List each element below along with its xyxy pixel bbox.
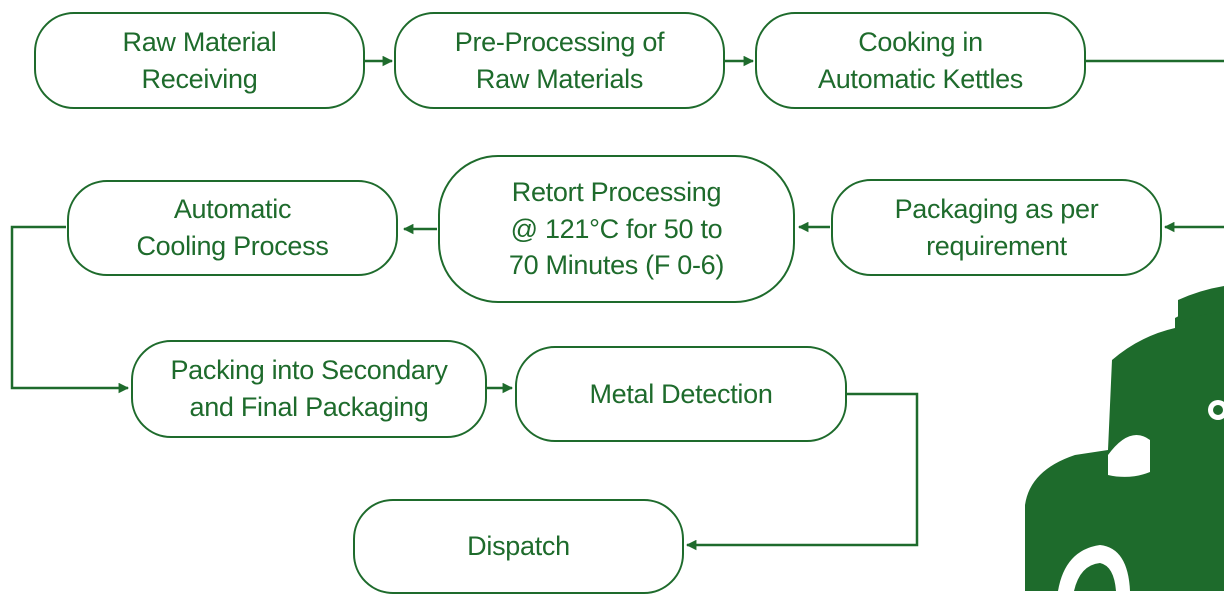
- step-packaging: Packaging as per requirement: [831, 179, 1162, 276]
- step-metal-detection-label: Metal Detection: [589, 378, 773, 409]
- step-raw-material-receiving-label: Raw Material Receiving: [122, 26, 277, 94]
- connector-metal-detection-to-dispatch: [685, 392, 919, 551]
- step-retort-processing: Retort Processing @ 121°C for 50 to 70 M…: [438, 155, 795, 303]
- step-secondary-packing: Packing into Secondary and Final Packagi…: [131, 340, 487, 438]
- flow-connectors: [10, 55, 1224, 551]
- step-raw-material-receiving: Raw Material Receiving: [34, 12, 365, 109]
- step-secondary-packing-label: Packing into Secondary and Final Packagi…: [170, 355, 448, 422]
- step-cooking: Cooking in Automatic Kettles: [755, 12, 1086, 109]
- step-pre-processing-label: Pre-Processing of Raw Materials: [454, 26, 665, 94]
- step-pre-processing: Pre-Processing of Raw Materials: [394, 12, 725, 109]
- green-truck-icon: [1025, 286, 1224, 591]
- step-packaging-label: Packaging as per requirement: [894, 193, 1099, 261]
- step-metal-detection: Metal Detection: [515, 346, 847, 442]
- step-automatic-cooling: Automatic Cooling Process: [67, 180, 398, 276]
- step-cooking-label: Cooking in Automatic Kettles: [818, 26, 1023, 94]
- step-dispatch-label: Dispatch: [467, 531, 570, 562]
- connector-cooling-to-secondary-packing: [10, 225, 130, 394]
- step-retort-processing-label: Retort Processing @ 121°C for 50 to 70 M…: [508, 176, 725, 281]
- step-automatic-cooling-label: Automatic Cooling Process: [136, 194, 329, 261]
- step-dispatch: Dispatch: [353, 499, 684, 594]
